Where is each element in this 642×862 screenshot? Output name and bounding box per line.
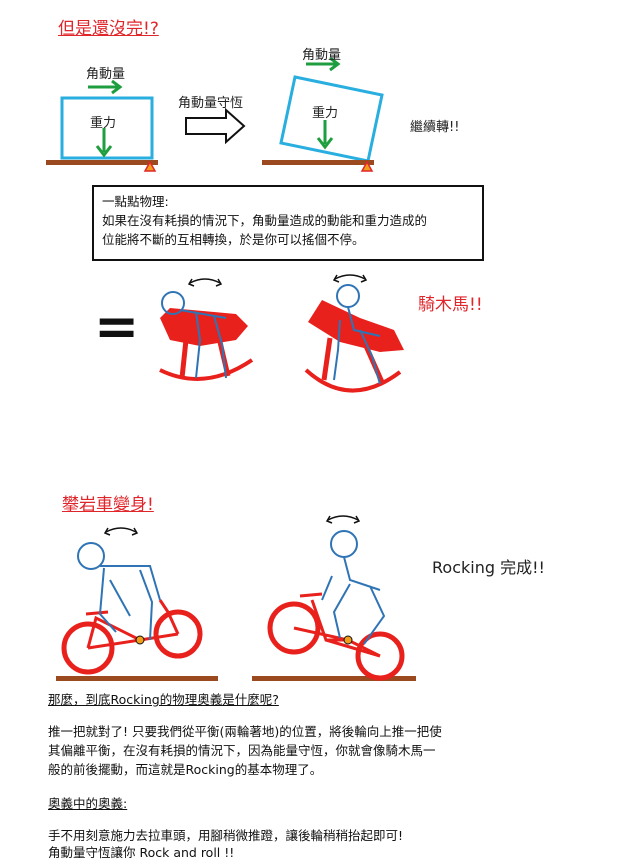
physics-note-heading: 一點點物理: xyxy=(102,194,169,209)
explanation-para-line3: 般的前後擺動，而這就是Rocking的基本物理了。 xyxy=(48,762,323,777)
physics-note-box: 一點點物理: 如果在沒有耗損的情況下，角動量造成的動能和重力造成的 位能將不斷的… xyxy=(92,185,484,261)
momentum-label-left: 角動量 xyxy=(86,67,126,82)
bike-rider-balanced xyxy=(56,527,218,681)
explanation-question: 那麼，到底Rocking的物理奧義是什麼呢? xyxy=(48,692,279,707)
rocking-horse-label: 騎木馬!! xyxy=(418,295,483,315)
rocking-done-label: Rocking 完成!! xyxy=(432,558,545,577)
conservation-arrow-icon xyxy=(185,107,246,145)
tip-line2: 角動量守恆讓你 Rock and roll !! xyxy=(48,845,235,860)
explanation-para-line2: 其偏離平衡，在沒有耗損的情況下，因為能量守恆，你就會像騎木馬一 xyxy=(48,743,436,758)
bike-rider-rocking xyxy=(252,515,416,681)
gravity-label-left: 重力 xyxy=(90,116,117,131)
section-title-trials-bike: 攀岩車變身! xyxy=(62,495,154,515)
right-tilted-block-diagram xyxy=(262,56,384,172)
section-title-still-not-done: 但是還沒完!? xyxy=(58,19,159,39)
equals-sign: = xyxy=(94,295,140,358)
conservation-label: 角動量守恆 xyxy=(178,96,244,111)
gravity-label-right: 重力 xyxy=(312,106,339,121)
left-block-diagram xyxy=(46,79,158,172)
rocking-horse-left xyxy=(159,278,254,381)
tip-line1: 手不用刻意施力去拉車頭，用腳稍微推蹬，讓後輪稍稍抬起即可! xyxy=(48,828,404,843)
rocking-horse-right xyxy=(304,274,404,393)
keep-turning-label: 繼續轉!! xyxy=(410,120,460,135)
explanation-para-line1: 推一把就對了! 只要我們從平衡(兩輪著地)的位置，將後輪向上推一把使 xyxy=(48,724,442,739)
physics-note-line1: 如果在沒有耗損的情況下，角動量造成的動能和重力造成的 xyxy=(102,213,428,228)
secret-heading: 奧義中的奧義: xyxy=(48,796,128,811)
momentum-label-right: 角動量 xyxy=(302,48,342,63)
physics-note-line2: 位能將不斷的互相轉換，於是你可以搖個不停。 xyxy=(102,232,365,247)
